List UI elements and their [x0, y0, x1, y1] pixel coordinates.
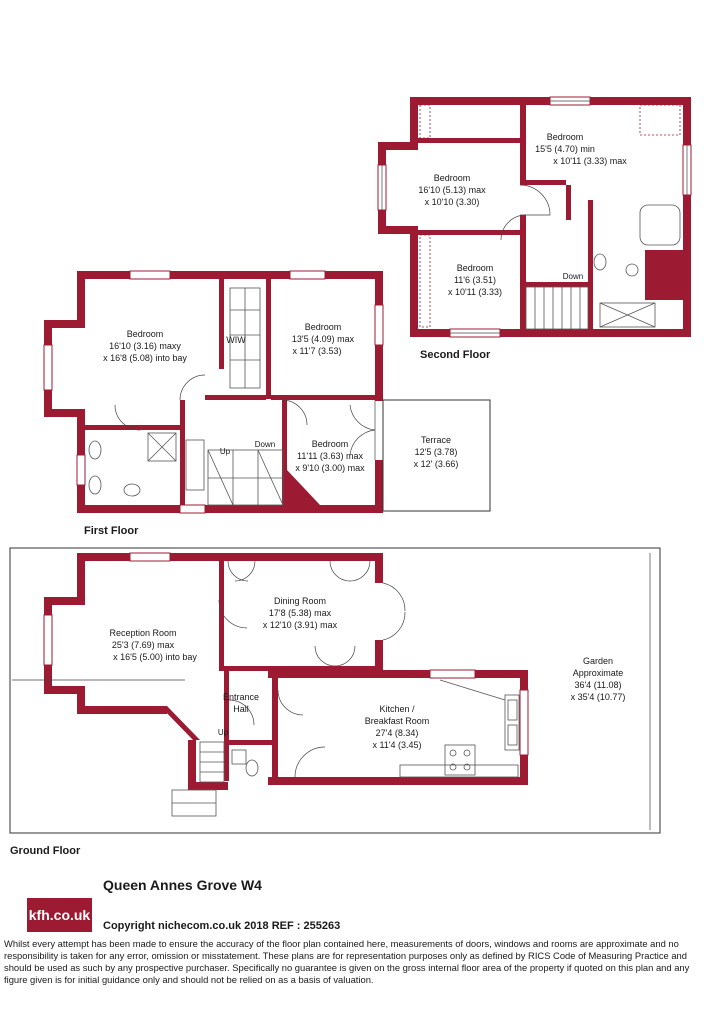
- logo-text: kfh.co.uk: [28, 907, 91, 923]
- room-name: Garden: [583, 656, 613, 666]
- room-name: Bedroom: [312, 439, 349, 449]
- room-dimension: 12'5 (3.78): [415, 447, 458, 457]
- room-dimension: x 16'8 (5.08) into bay: [103, 353, 187, 363]
- room-name: Approximate: [573, 668, 624, 678]
- room-dimension: x 12'10 (3.91) max: [263, 620, 338, 630]
- stairs-down-label: Down: [563, 272, 583, 281]
- room-dimension: 11'11 (3.63) max: [297, 451, 363, 461]
- floor-label-ground: Ground Floor: [10, 845, 81, 857]
- agency-logo: kfh.co.uk: [27, 898, 92, 932]
- second-floor-plan: [377, 96, 692, 338]
- floor-plan-drawing: Bedroom 15'5 (4.70) min x 10'11 (3.33) m…: [9, 96, 692, 857]
- room-name: Reception Room: [109, 628, 176, 638]
- room-dimension: x 9'10 (3.00) max: [295, 463, 365, 473]
- property-title: Queen Annes Grove W4: [103, 877, 262, 893]
- room-name: Bedroom: [127, 329, 164, 339]
- room-name: Bedroom: [457, 263, 494, 273]
- room-dimension: x 12' (3.66): [414, 459, 459, 469]
- room-name: Dining Room: [274, 596, 326, 606]
- floor-label-second: Second Floor: [420, 349, 491, 361]
- room-dimension: 15'5 (4.70) min: [535, 144, 595, 154]
- room-dimension: 16'10 (3.16) maxy: [109, 341, 181, 351]
- room-dimension: 16'10 (5.13) max: [418, 185, 486, 195]
- room-dimension: x 11'4 (3.45): [372, 740, 421, 750]
- disclaimer-text: Whilst every attempt has been made to en…: [4, 938, 690, 985]
- room-dimension: 36'4 (11.08): [574, 680, 621, 690]
- room-dimension: x 10'11 (3.33) max: [553, 156, 627, 166]
- room-dimension: x 11'7 (3.53): [292, 346, 341, 356]
- room-name: Entrance: [223, 692, 259, 702]
- room-dimension: x 35'4 (10.77): [571, 692, 626, 702]
- stairs-up-label: Up: [218, 728, 229, 737]
- room-dimension: 27'4 (8.34): [376, 728, 419, 738]
- room-name: Breakfast Room: [365, 716, 430, 726]
- room-dimension: 11'6 (3.51): [454, 275, 496, 285]
- room-dimension: 25'3 (7.69) max: [112, 640, 175, 650]
- room-name: Bedroom: [305, 322, 342, 332]
- first-floor-plan: [43, 270, 491, 514]
- stairs-up-label: Up: [220, 447, 231, 456]
- room-name: Bedroom: [434, 173, 471, 183]
- room-name: WIW: [226, 335, 246, 345]
- stairs-down-label: Down: [255, 440, 275, 449]
- room-dimension: x 10'11 (3.33): [448, 287, 502, 297]
- room-dimension: x 16'5 (5.00) into bay: [113, 652, 197, 662]
- floor-label-first: First Floor: [84, 525, 139, 537]
- room-name: Hall: [233, 704, 249, 714]
- copyright-text: Copyright nichecom.co.uk 2018 REF : 2552…: [103, 920, 341, 932]
- room-dimension: 17'8 (5.38) max: [269, 608, 332, 618]
- room-name: Bedroom: [547, 132, 584, 142]
- room-dimension: 13'5 (4.09) max: [292, 334, 355, 344]
- room-dimension: x 10'10 (3.30): [425, 197, 480, 207]
- ground-floor-plan: [9, 547, 661, 834]
- room-name: Terrace: [421, 435, 451, 445]
- room-name: Kitchen /: [379, 704, 415, 714]
